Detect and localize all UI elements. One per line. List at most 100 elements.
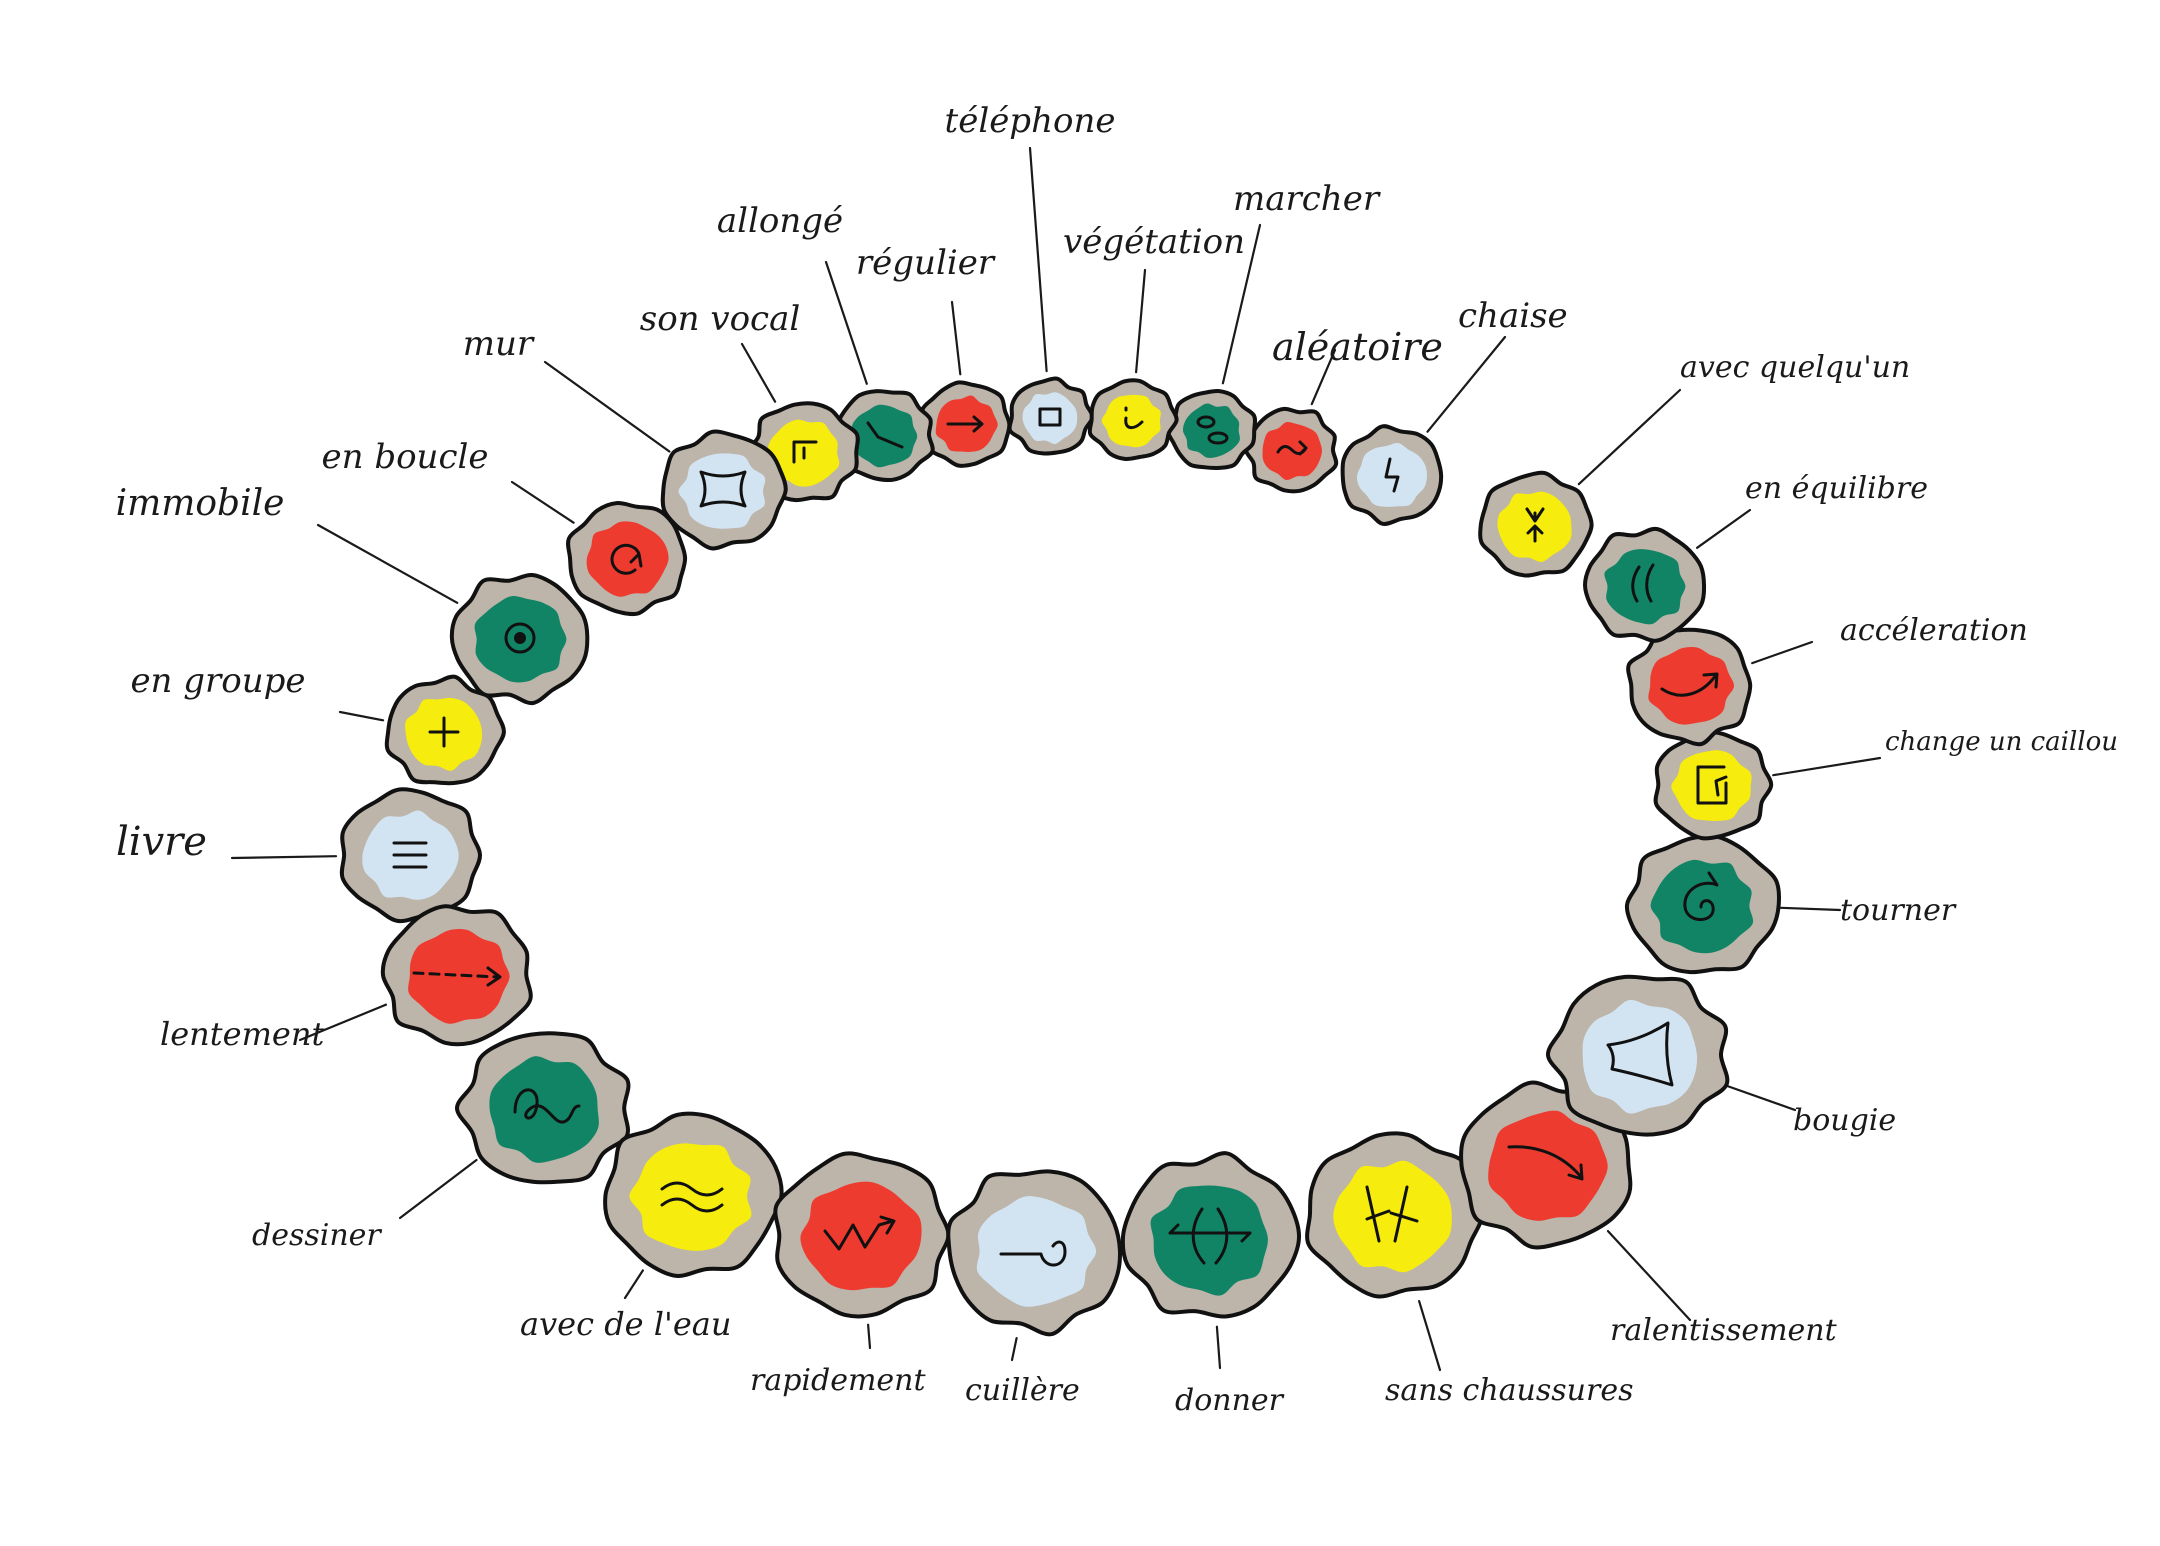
stone-label: cuillère — [965, 1373, 1080, 1408]
stone-label: avec de l'eau — [520, 1305, 731, 1343]
stone-label: marcher — [1233, 179, 1381, 219]
stone-label: chaise — [1458, 296, 1568, 336]
leader-line-21 — [1696, 508, 1752, 549]
stone-ring — [339, 376, 1782, 1337]
leader-line-0 — [1028, 146, 1048, 373]
stone-5 — [566, 501, 688, 617]
stone-14 — [1120, 1151, 1302, 1319]
stone-label: bougie — [1793, 1103, 1896, 1138]
leader-line-15 — [1418, 1300, 1442, 1372]
leader-line-4 — [543, 360, 671, 453]
scribble-icon — [513, 1088, 581, 1124]
two-ovals-icon — [1196, 415, 1229, 445]
stone-13 — [946, 1169, 1122, 1337]
waves-icon — [660, 1181, 724, 1213]
stone-9 — [380, 904, 533, 1047]
stone-label: en équilibre — [1745, 471, 1928, 506]
diagonal-line-icon — [866, 421, 904, 449]
stone-inner-disc — [1604, 549, 1686, 625]
spoon-icon — [999, 1240, 1067, 1267]
stone-7 — [384, 674, 506, 786]
leader-line-1 — [950, 300, 962, 376]
stone-label: immobile — [116, 483, 285, 524]
stone-label: en groupe — [130, 661, 305, 701]
accelerate-curve-icon — [1660, 672, 1719, 697]
leader-line-14 — [1215, 1325, 1222, 1370]
leader-line-16 — [1606, 1230, 1692, 1322]
square-icon — [1038, 407, 1062, 427]
leader-line-5 — [510, 480, 575, 524]
concave-square-icon — [699, 470, 747, 508]
stone-23 — [1340, 424, 1444, 526]
stone-label: accéleration — [1840, 613, 2028, 648]
plus-icon — [428, 716, 460, 748]
leader-line-9 — [298, 1003, 387, 1042]
stone-label: téléphone — [945, 101, 1116, 141]
spiral-icon — [1683, 871, 1719, 921]
leader-line-13 — [1010, 1337, 1018, 1362]
square-arrow-icon — [1696, 765, 1728, 805]
arrow-right-icon — [946, 415, 984, 433]
stone-label: dessiner — [252, 1218, 382, 1253]
leader-line-7 — [338, 710, 385, 722]
stone-label: en boucle — [322, 437, 489, 477]
leader-lines — [230, 146, 1882, 1372]
crossed-marks-icon — [1365, 1185, 1419, 1243]
stone-10 — [454, 1031, 631, 1185]
leader-line-12 — [867, 1323, 872, 1350]
sprout-icon — [1124, 406, 1144, 429]
curved-arrow-icon — [1507, 1145, 1584, 1181]
stone-label: lentement — [160, 1015, 324, 1053]
target-dot-icon — [504, 622, 536, 654]
stone-inner-disc — [976, 1196, 1097, 1307]
chair-icon — [1384, 457, 1400, 493]
leader-line-22 — [1577, 388, 1682, 486]
stone-label: mur — [463, 324, 535, 364]
stone-22 — [1478, 470, 1594, 578]
stone-24 — [1243, 406, 1339, 494]
stone-inner-disc — [1356, 443, 1428, 507]
stone-label: change un caillou — [1885, 727, 2118, 757]
stone-inner-disc — [1671, 750, 1752, 821]
stone-inner-disc — [1488, 1110, 1608, 1221]
stone-21 — [1582, 526, 1707, 643]
stone-label: aléatoire — [1272, 325, 1443, 369]
corner-tick-icon — [792, 440, 818, 464]
stone-inner-disc — [851, 404, 918, 468]
stone-inner-disc — [1648, 646, 1735, 725]
stone-inner-disc — [1182, 403, 1240, 458]
parentheses-icon — [1631, 563, 1655, 603]
stone-25 — [1165, 388, 1258, 471]
zigzag-arrow-icon — [823, 1215, 896, 1251]
leader-line-10 — [398, 1158, 478, 1220]
stone-label: ralentissement — [1610, 1313, 1838, 1348]
stone-4 — [660, 429, 788, 551]
stone-26 — [1087, 378, 1179, 462]
stone-8 — [339, 787, 482, 924]
stone-label: son vocal — [640, 299, 801, 339]
leader-line-6 — [316, 523, 459, 604]
leader-line-17 — [1723, 1084, 1797, 1112]
stone-inner-disc — [1101, 394, 1161, 448]
stone-label: tourner — [1840, 893, 1957, 928]
leader-line-20 — [1751, 640, 1814, 665]
stone-0 — [1007, 376, 1095, 456]
stone-label: livre — [116, 819, 207, 865]
stone-1 — [920, 380, 1012, 468]
leader-line-18 — [1779, 906, 1842, 912]
stone-19 — [1653, 729, 1774, 841]
stone-6 — [449, 572, 590, 706]
leader-line-25 — [1221, 223, 1262, 385]
tilde-icon — [1276, 440, 1308, 456]
leader-line-8 — [230, 855, 338, 860]
exchange-icon — [1168, 1207, 1252, 1265]
curved-square-icon — [1606, 1021, 1674, 1087]
stone-label: sans chaussures — [1385, 1373, 1633, 1408]
stone-label: rapidement — [750, 1363, 927, 1398]
stone-label: végétation — [1063, 222, 1245, 262]
leader-line-11 — [623, 1269, 644, 1300]
leader-line-26 — [1135, 268, 1147, 374]
leader-line-24 — [1310, 348, 1337, 406]
